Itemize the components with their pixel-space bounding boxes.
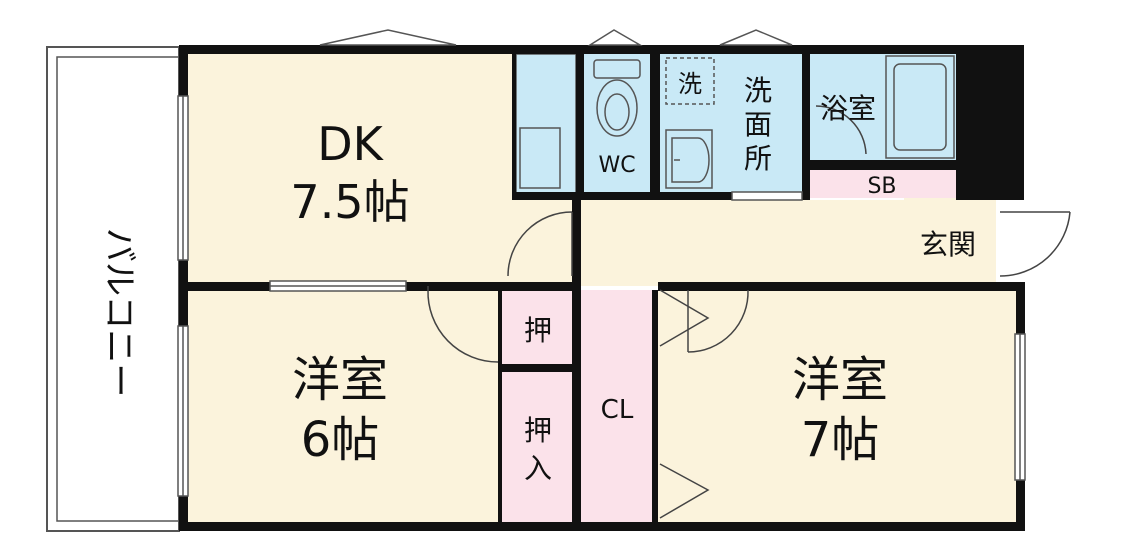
oshi-label: 押 xyxy=(524,314,552,347)
dk-name: DK xyxy=(317,117,384,171)
dk-size: 7.5帖 xyxy=(290,175,409,229)
right-room-floor xyxy=(658,290,1020,522)
balcony xyxy=(46,46,180,532)
shoebox-floor xyxy=(808,170,956,198)
closet-label: CL xyxy=(601,395,634,425)
balcony-label: バルコニー xyxy=(99,228,139,397)
washer-icon xyxy=(665,57,715,105)
wc-label: WC xyxy=(598,153,635,178)
doors xyxy=(427,105,1071,519)
entrance-floor xyxy=(904,198,994,286)
oshi-floor xyxy=(502,290,572,366)
oshiire-label-1: 押 xyxy=(524,414,552,447)
washroom-label-3: 所 xyxy=(744,142,772,175)
windows xyxy=(177,29,1026,497)
bathroom-label: 浴室 xyxy=(820,92,876,125)
washer-label: 洗 xyxy=(678,70,702,98)
oshiire-floor xyxy=(502,372,572,522)
dk-floor xyxy=(184,50,516,286)
kitchen-counter xyxy=(515,53,577,195)
toilet-icon xyxy=(593,59,641,137)
left-room-size: 6帖 xyxy=(301,412,380,468)
oshiire-label-2: 入 xyxy=(524,452,552,485)
washroom-label-2: 面 xyxy=(744,108,772,141)
bathtub-icon xyxy=(885,55,955,159)
left-room-name: 洋室 xyxy=(292,352,388,408)
right-room-name: 洋室 xyxy=(792,352,888,408)
left-room-floor xyxy=(184,290,498,522)
right-room-size: 7帖 xyxy=(801,412,880,468)
wash-basin-icon xyxy=(665,129,713,189)
closet-floor xyxy=(578,290,658,522)
shoebox-label: SB xyxy=(867,174,896,199)
entrance-label: 玄関 xyxy=(920,228,976,261)
washroom-label-1: 洗 xyxy=(744,74,772,107)
